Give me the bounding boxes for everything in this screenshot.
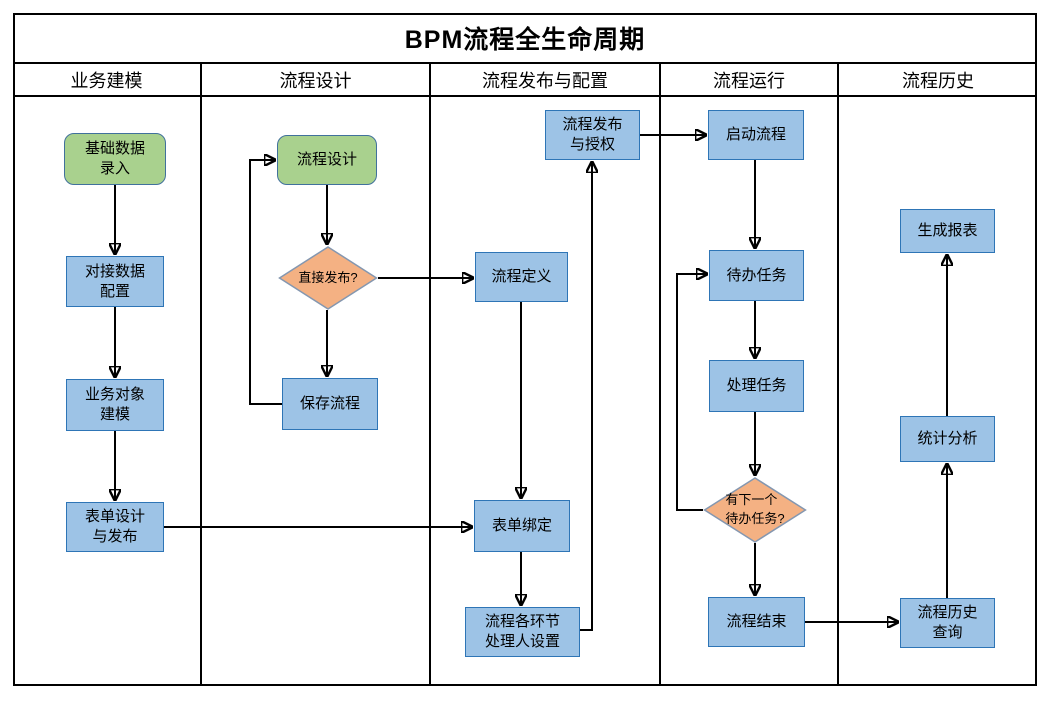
node-process-definition: 流程定义 (475, 252, 568, 302)
node-stat-analysis: 统计分析 (900, 416, 995, 462)
header-divider (13, 95, 1037, 97)
lane-header-business-modeling: 业务建模 (70, 70, 143, 91)
diamond-shape (278, 246, 378, 310)
node-process-design: 流程设计 (277, 135, 377, 185)
node-handle-task: 处理任务 (709, 360, 804, 412)
node-generate-report: 生成报表 (900, 209, 995, 253)
node-basic-data-entry: 基础数据 录入 (64, 133, 166, 185)
node-publish-authorize: 流程发布 与授权 (545, 110, 640, 160)
lane-header-publish-config: 流程发布与配置 (482, 70, 608, 91)
lane-header-process-design: 流程设计 (279, 70, 352, 91)
lane-divider-1 (200, 62, 202, 686)
node-form-binding: 表单绑定 (474, 500, 570, 552)
outer-border (13, 13, 1037, 686)
decision-direct-publish-label: 直接发布? (298, 269, 358, 285)
decision-next-todo-label: 有下一个 待办任务? (725, 492, 785, 526)
node-start-process: 启动流程 (708, 110, 804, 160)
decision-direct-publish: 直接发布? (278, 246, 378, 310)
node-history-query: 流程历史 查询 (900, 598, 995, 648)
node-handler-setting: 流程各环节 处理人设置 (465, 607, 580, 657)
lane-header-process-history: 流程历史 (902, 70, 974, 91)
decision-next-todo: 有下一个 待办任务? (703, 477, 807, 543)
lane-divider-2 (429, 62, 431, 686)
node-save-process: 保存流程 (282, 378, 378, 430)
node-form-design-publish: 表单设计 与发布 (66, 502, 164, 552)
node-docking-data-config: 对接数据 配置 (66, 256, 164, 307)
node-todo-task: 待办任务 (709, 250, 804, 301)
lane-header-process-run: 流程运行 (713, 70, 785, 91)
page-title: BPM流程全生命周期 (404, 25, 646, 54)
node-process-end: 流程结束 (708, 597, 805, 647)
lane-divider-3 (659, 62, 661, 686)
lane-divider-4 (837, 62, 839, 686)
node-business-object-modeling: 业务对象 建模 (66, 379, 164, 431)
title-divider (13, 62, 1037, 64)
diamond-shape (703, 477, 807, 543)
